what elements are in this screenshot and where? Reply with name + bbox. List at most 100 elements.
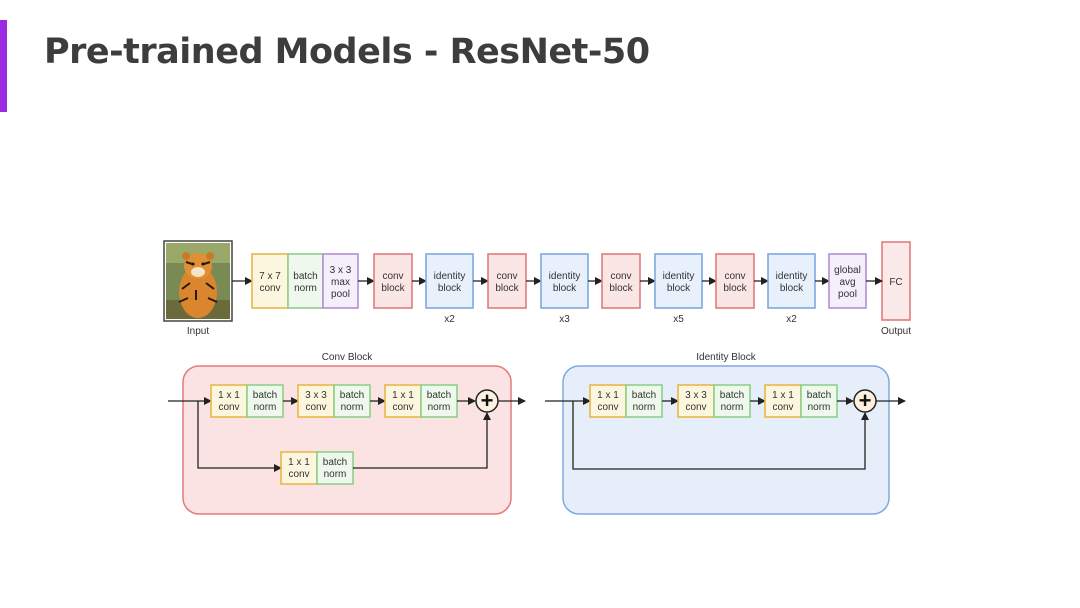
- pipeline-block-label: block: [381, 283, 405, 294]
- pipeline-block-label: pool: [838, 289, 857, 300]
- conv-size-label: 1 x 1: [597, 390, 619, 401]
- conv-label: conv: [685, 402, 706, 413]
- pipeline-block-label: block: [438, 283, 462, 294]
- pipeline-block-box: [425, 253, 474, 309]
- batch-norm-label: batch: [720, 390, 744, 401]
- conv-label: conv: [392, 402, 413, 413]
- conv-box: [589, 384, 627, 418]
- pipeline-block-label: max: [331, 277, 350, 288]
- pipeline-block-box: [373, 253, 413, 309]
- conv-size-label: 1 x 1: [392, 390, 414, 401]
- batch-norm-box: [246, 384, 284, 418]
- batch-norm-box: [316, 451, 354, 485]
- shortcut-return-path: [353, 412, 491, 469]
- add-node: +: [475, 388, 499, 413]
- conv-box: [384, 384, 422, 418]
- batch-norm-label: norm: [721, 402, 744, 413]
- pipeline-block-label: pool: [331, 289, 350, 300]
- fc-box: [881, 241, 911, 321]
- pipeline-block-label: identity: [434, 271, 466, 282]
- pipeline-block-box: [487, 253, 527, 309]
- batch-norm-label: batch: [340, 390, 364, 401]
- pipeline-block-label: 3 x 3: [330, 265, 352, 276]
- batch-norm-label: batch: [632, 390, 656, 401]
- pipeline-block-label: norm: [294, 283, 317, 294]
- conv-box: [677, 384, 715, 418]
- batch-norm-label: norm: [254, 402, 277, 413]
- pipeline-block-label: global: [834, 265, 861, 276]
- repeat-count-label: x2: [444, 314, 455, 325]
- identity-block-title: Identity Block: [696, 352, 756, 363]
- title-accent-bar: [0, 20, 7, 112]
- pipeline-block-label: block: [609, 283, 633, 294]
- plus-icon: +: [481, 388, 494, 413]
- conv-label: conv: [305, 402, 326, 413]
- pipeline-block-box: [540, 253, 589, 309]
- pipeline-block-label: conv: [259, 283, 280, 294]
- conv-label: conv: [218, 402, 239, 413]
- pipeline-block-label: conv: [610, 271, 631, 282]
- shortcut-path: [197, 401, 282, 472]
- identity-shortcut-path: [572, 401, 869, 470]
- batch-norm-label: norm: [633, 402, 656, 413]
- batch-norm-label: batch: [253, 390, 277, 401]
- conv-label: conv: [288, 469, 309, 480]
- pipeline-block-fc: FC: [881, 241, 911, 321]
- fc-label: FC: [889, 277, 902, 288]
- pipeline-block-label: block: [723, 283, 747, 294]
- repeat-count-label: x2: [786, 314, 797, 325]
- slide-title: Pre-trained Models - ResNet-50: [44, 32, 650, 72]
- pipeline-block-label: conv: [382, 271, 403, 282]
- conv-label: conv: [772, 402, 793, 413]
- conv-size-label: 1 x 1: [288, 457, 310, 468]
- batch-norm-label: batch: [807, 390, 831, 401]
- batch-norm-label: norm: [324, 469, 347, 480]
- conv-size-label: 1 x 1: [772, 390, 794, 401]
- conv-size-label: 3 x 3: [685, 390, 707, 401]
- repeat-count-label: x5: [673, 314, 684, 325]
- pipeline-block-label: conv: [724, 271, 745, 282]
- pipeline-block-label: batch: [293, 271, 317, 282]
- pipeline-block-box: [828, 253, 867, 309]
- pipeline-block-label: identity: [549, 271, 581, 282]
- pipeline-block-label: block: [495, 283, 519, 294]
- batch-norm-box: [713, 384, 751, 418]
- pipeline-block-box: [601, 253, 641, 309]
- conv-label: conv: [597, 402, 618, 413]
- input-label: Input: [187, 326, 209, 337]
- plus-icon: +: [859, 388, 872, 413]
- conv-size-label: 3 x 3: [305, 390, 327, 401]
- pipeline-block-box: [654, 253, 703, 309]
- pipeline-block-label: block: [553, 283, 577, 294]
- batch-norm-label: norm: [428, 402, 451, 413]
- batch-norm-label: norm: [808, 402, 831, 413]
- batch-norm-label: batch: [427, 390, 451, 401]
- conv-box: [297, 384, 335, 418]
- pipeline-block-label: block: [667, 283, 691, 294]
- pipeline-block-label: 7 x 7: [259, 271, 281, 282]
- pipeline-block-box: [715, 253, 755, 309]
- conv-block-title: Conv Block: [322, 352, 374, 363]
- repeat-count-label: x3: [559, 314, 570, 325]
